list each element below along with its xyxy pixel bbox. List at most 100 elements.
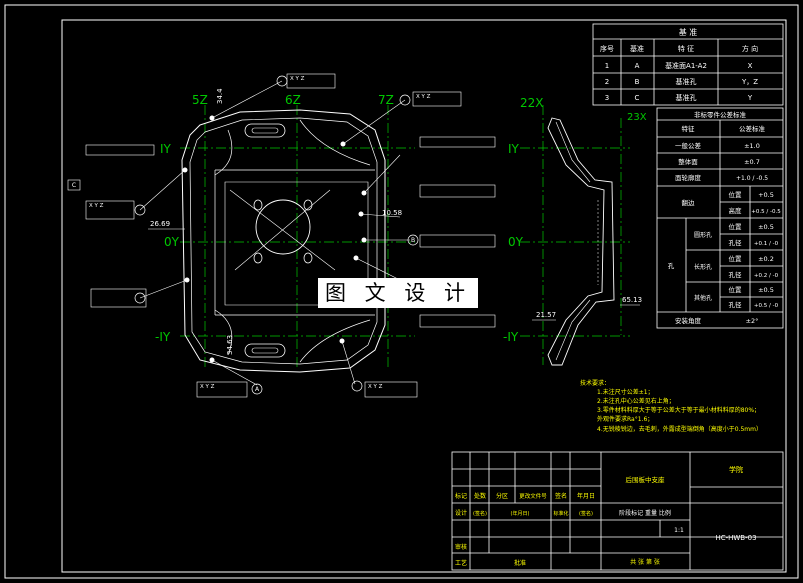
tol-cell: 位置	[729, 222, 743, 231]
datum-header-1: 基准	[630, 44, 644, 53]
inner-border	[61, 19, 787, 573]
tb-label: 处数	[474, 492, 486, 500]
datum-cell: 基准面A1-A2	[665, 61, 707, 70]
label-7z: 7Z	[378, 93, 394, 107]
tolerance-table	[656, 107, 784, 329]
stage-labels: 阶段标记 重量 比例	[619, 509, 671, 517]
tol-cell: ±0.2	[758, 255, 774, 263]
datum-cell: X	[748, 62, 753, 70]
tol-cell: ±1.0	[744, 142, 760, 150]
label-iy-right-top: IY	[508, 142, 520, 156]
slot-bottom	[244, 343, 286, 358]
datum-letter-a: A	[255, 386, 260, 393]
tb-label: 标准化	[553, 510, 568, 517]
datum-cell: Y	[747, 94, 753, 102]
part-name: 后围板中支座	[626, 475, 666, 484]
tol-cell: +0.5	[758, 191, 774, 199]
tol-cell: 一般公差	[675, 141, 702, 150]
feature-control-frames	[85, 73, 496, 398]
datum-cell: B	[635, 78, 640, 86]
hole	[253, 199, 263, 211]
datum-callouts	[134, 75, 419, 395]
center-hole	[255, 199, 311, 255]
flange-lines	[214, 169, 375, 316]
slot-bottom-inner	[251, 347, 279, 354]
tolerance-table-body: 特征 公差标准 一般公差 ±1.0 整体面 ±0.7 面轮廓度 +1.0 / -…	[668, 124, 781, 325]
leader-lines	[139, 80, 410, 386]
tol-hole-label: 长形孔	[694, 263, 712, 271]
tol-flange-label: 翻边	[682, 198, 696, 207]
tol-cell: 位置	[729, 190, 743, 199]
tol-cell: ±0.5	[758, 223, 774, 231]
tol-cell: 位置	[729, 285, 743, 294]
label-neg-iy-right: -IY	[503, 330, 519, 344]
tol-cell: 孔径	[729, 270, 743, 279]
tb-label: 标记	[455, 492, 467, 500]
datum-cell: A	[635, 62, 640, 70]
tb-label: 工艺	[455, 559, 467, 567]
datum-cell: 3	[605, 94, 609, 102]
tb-label: 批准	[514, 559, 526, 567]
scale: 1:1	[674, 527, 684, 534]
fcf-xyz: X Y Z	[416, 94, 431, 100]
tol-header-1: 公差标准	[739, 124, 766, 133]
side-view	[520, 105, 630, 366]
sheet: 共 张 第 张	[630, 558, 660, 566]
tol-hole-group: 孔	[668, 262, 675, 270]
hole	[303, 252, 313, 264]
label-23x: 23X	[627, 112, 647, 123]
overlay-watermark: 图 文 设 计	[318, 278, 478, 308]
dim-65-13: 65.13	[622, 296, 642, 304]
hole	[253, 252, 263, 264]
tb-label: 分区	[496, 492, 508, 500]
tol-cell: 面轮廓度	[675, 173, 702, 182]
front-view	[180, 105, 415, 373]
tol-cell: 位置	[729, 254, 743, 263]
rib-curves	[299, 119, 371, 363]
dim-21-57: 21.57	[536, 311, 556, 319]
notes-line: 1.未注尺寸公差±1；	[597, 388, 654, 396]
fcf-xyz: X Y Z	[200, 384, 215, 390]
notes-heading: 技术要求：	[580, 379, 610, 387]
notes-line: 4.无锐棱锐边，去毛刺，外露成型端倒角（高度小于0.5mm）	[597, 425, 762, 433]
label-oy: 0Y	[164, 235, 180, 249]
datum-cell: 基准孔	[676, 93, 697, 102]
hole	[303, 199, 313, 211]
company: 学院	[729, 465, 743, 474]
datum-header-3: 方 向	[742, 44, 758, 53]
tol-cell: +0.5 / -0	[754, 303, 779, 309]
title-block	[451, 451, 784, 571]
datum-table-headers: 序号 基准 特 征 方 向	[600, 44, 758, 53]
label-iy-left: IY	[160, 142, 172, 156]
dim-26-69: 26.69	[150, 220, 170, 228]
tb-label: 签名	[555, 492, 567, 500]
dim-34-4: 34.4	[216, 88, 224, 104]
slot-top	[244, 123, 286, 138]
title-block-text: 后围板中支座 学院 HC-HWB-03 1:1 共 张 第 张 阶段标记 重量 …	[455, 465, 757, 567]
datum-letter-b: B	[411, 237, 415, 244]
drawing-no: HC-HWB-03	[715, 534, 756, 542]
datum-cell: 基准孔	[676, 77, 697, 86]
tol-cell: ±0.5	[758, 286, 774, 294]
datum-cell: 1	[605, 62, 609, 70]
datum-letters: A B C	[72, 182, 415, 393]
datum-table-rows: 1 A 基准面A1-A2 X 2 B 基准孔 Y，Z 3 C 基准孔 Y	[605, 61, 758, 102]
datum-letter-c: C	[72, 182, 76, 189]
tol-cell: 整体面	[678, 157, 698, 166]
tol-cell: +0.5 / -0.5	[751, 209, 781, 215]
tol-hole-label: 圆形孔	[694, 231, 712, 239]
datum-header-2: 特 征	[678, 44, 694, 53]
tol-cell: +0.2 / -0	[754, 273, 779, 279]
fcf-headers: X Y Z X Y Z X Y Z X Y Z X Y Z	[89, 76, 431, 390]
dim-10-58: 10.58	[382, 209, 402, 217]
datum-table	[592, 23, 784, 106]
datum-c-box	[67, 179, 81, 191]
tol-cell: 孔径	[729, 238, 743, 247]
part-outline	[181, 109, 386, 373]
rib-curves-left	[214, 129, 233, 356]
label-neg-iy: -IY	[155, 330, 171, 344]
datum-table-title: 基 准	[679, 27, 698, 37]
label-6z: 6Z	[285, 93, 301, 107]
fcf-xyz: X Y Z	[290, 76, 305, 82]
